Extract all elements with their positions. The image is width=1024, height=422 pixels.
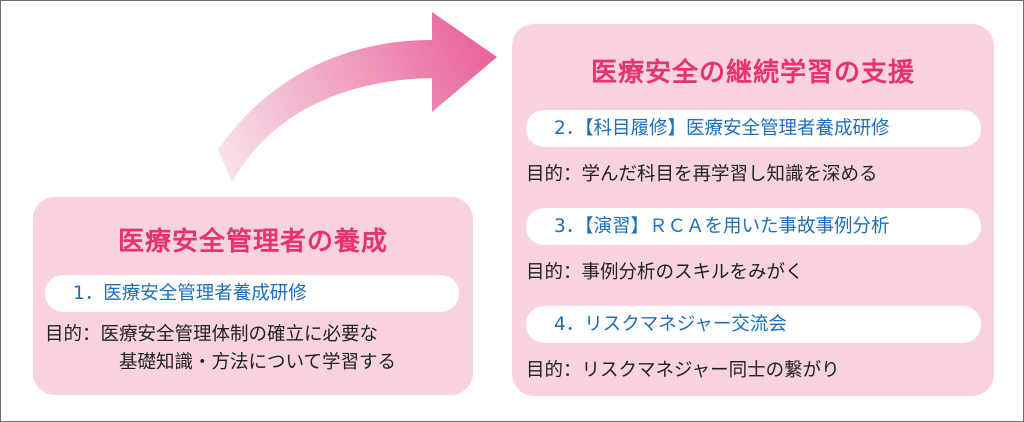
item-3-purpose: 目的：事例分析のスキルをみがく: [526, 262, 804, 283]
continuing-learning-panel-title: 医療安全の継続学習の支援: [590, 58, 915, 88]
item-2-label: 2．【科目履修】医療安全管理者養成研修: [526, 110, 981, 147]
item-4-label: 4．リスクマネジャー交流会: [526, 306, 981, 343]
item-3-label: 3．【演習】ＲＣＡを用いた事故事例分析: [526, 208, 981, 245]
item-1-purpose-line-2: 基礎知識・方法について学習する: [119, 352, 396, 373]
item-1-label: 1．医療安全管理者養成研修: [45, 275, 459, 312]
item-1-purpose-line-1: 目的：医療安全管理体制の確立に必要な: [45, 324, 379, 345]
training-panel: 医療安全管理者の養成 1．医療安全管理者養成研修 目的：医療安全管理体制の確立に…: [33, 197, 473, 395]
item-4-purpose: 目的：リスクマネジャー同士の繋がり: [526, 360, 840, 381]
continuing-learning-panel: 医療安全の継続学習の支援 2．【科目履修】医療安全管理者養成研修 目的：学んだ科…: [512, 24, 994, 396]
curved-arrow-shape: [218, 12, 497, 182]
training-panel-title: 医療安全管理者の養成: [117, 227, 388, 257]
item-2-purpose: 目的：学んだ科目を再学習し知識を深める: [526, 164, 878, 185]
item-1-purpose: 目的：医療安全管理体制の確立に必要な 基礎知識・方法について学習する: [45, 321, 396, 377]
